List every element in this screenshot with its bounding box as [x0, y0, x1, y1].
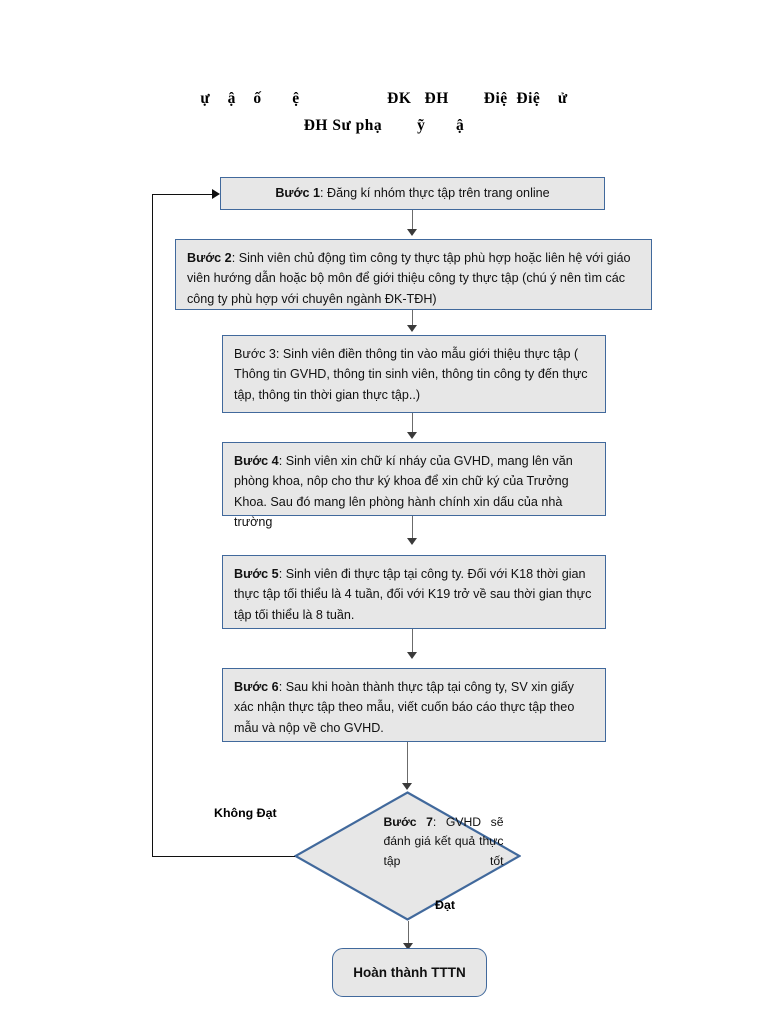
connector-step5-step6-line	[412, 629, 413, 655]
flow-node-decision-step-7[interactable]: Bước 7: GVHD sẽ đánh giá kết quả thực tậ…	[294, 791, 521, 921]
step-4-body: Sinh viên xin chữ kí nháy của GVHD, mang…	[234, 454, 573, 530]
connector-step6-decision-arrow	[402, 783, 412, 790]
decision-diamond-shape	[294, 791, 521, 921]
step-5-lead: Bước 5	[234, 567, 279, 581]
step-6-lead: Bước 6	[234, 680, 279, 694]
flow-node-step-2[interactable]: Bước 2: Sinh viên chủ động tìm công ty t…	[175, 239, 652, 310]
connector-step6-decision-line	[407, 742, 408, 786]
flow-node-step-5[interactable]: Bước 5: Sinh viên đi thực tập tại công t…	[222, 555, 606, 629]
decision-body: GVHD sẽ đánh giá kết quả thực tập tốt	[383, 815, 504, 868]
step-5-sep: :	[278, 567, 286, 581]
connector-step3-step4-line	[412, 413, 413, 435]
edge-label-fail: Không Đạt	[214, 806, 277, 820]
step-3-lead: Bước 3	[234, 347, 276, 361]
step-6-body: Sau khi hoàn thành thực tập tại công ty,…	[234, 680, 575, 735]
loop-horizontal-bottom	[152, 856, 295, 857]
connector-decision-end-line	[408, 921, 409, 946]
step-3-body: Sinh viên điền thông tin vào mẫu giới th…	[234, 347, 588, 402]
connector-step4-step5-line	[412, 516, 413, 541]
flow-node-step-3[interactable]: Bước 3: Sinh viên điền thông tin vào mẫu…	[222, 335, 606, 413]
decision-step-7-text: Bước 7: GVHD sẽ đánh giá kết quả thực tậ…	[384, 813, 504, 875]
step-3-sep: :	[275, 347, 283, 361]
step-4-lead: Bước 4	[234, 454, 279, 468]
connector-step2-step3-arrow	[407, 325, 417, 332]
page-title-line-2: ĐH Sư phạ ỹ ậ	[303, 117, 465, 134]
step-1-text: Bước 1: Đăng kí nhóm thực tập trên trang…	[275, 183, 549, 203]
connector-decision-end-arrow	[403, 943, 413, 950]
step-4-sep: :	[278, 454, 286, 468]
page-title-line-1: ự ậ ố ệ ĐK ĐH Điệ Điệ ử	[200, 90, 568, 107]
step-1-body: Đăng kí nhóm thực tập trên trang online	[327, 186, 550, 201]
decision-lead: Bước 7	[383, 815, 433, 829]
step-1-sep: :	[320, 186, 328, 201]
step-1-lead: Bước 1	[275, 186, 321, 201]
flow-node-step-4[interactable]: Bước 4: Sinh viên xin chữ kí nháy của GV…	[222, 442, 606, 529]
connector-step5-step6-arrow	[407, 652, 417, 659]
step-2-body: Sinh viên chủ động tìm công ty thực tập …	[187, 251, 631, 306]
flow-node-step-6[interactable]: Bước 6: Sau khi hoàn thành thực tập tại …	[222, 668, 606, 742]
connector-step2-step3-line	[412, 310, 413, 328]
decision-sep: :	[432, 815, 446, 829]
flow-node-step-1[interactable]: Bước 1: Đăng kí nhóm thực tập trên trang…	[220, 177, 605, 210]
loop-horizontal-top	[152, 194, 214, 195]
terminator-label: Hoàn thành TTTN	[353, 964, 466, 980]
step-2-sep: :	[231, 251, 239, 265]
step-5-body: Sinh viên đi thực tập tại công ty. Đối v…	[234, 567, 592, 622]
connector-step1-step2-arrow	[407, 229, 417, 236]
connector-step3-step4-arrow	[407, 432, 417, 439]
step-6-sep: :	[278, 680, 286, 694]
connector-step1-step2-line	[412, 210, 413, 232]
flow-node-terminator-end[interactable]: Hoàn thành TTTN	[332, 948, 487, 997]
loop-vertical	[152, 194, 153, 857]
edge-label-pass: Đạt	[435, 898, 455, 912]
loop-arrow-into-step1	[212, 189, 220, 199]
connector-step4-step5-arrow	[407, 538, 417, 545]
step-2-lead: Bước 2	[187, 251, 232, 265]
